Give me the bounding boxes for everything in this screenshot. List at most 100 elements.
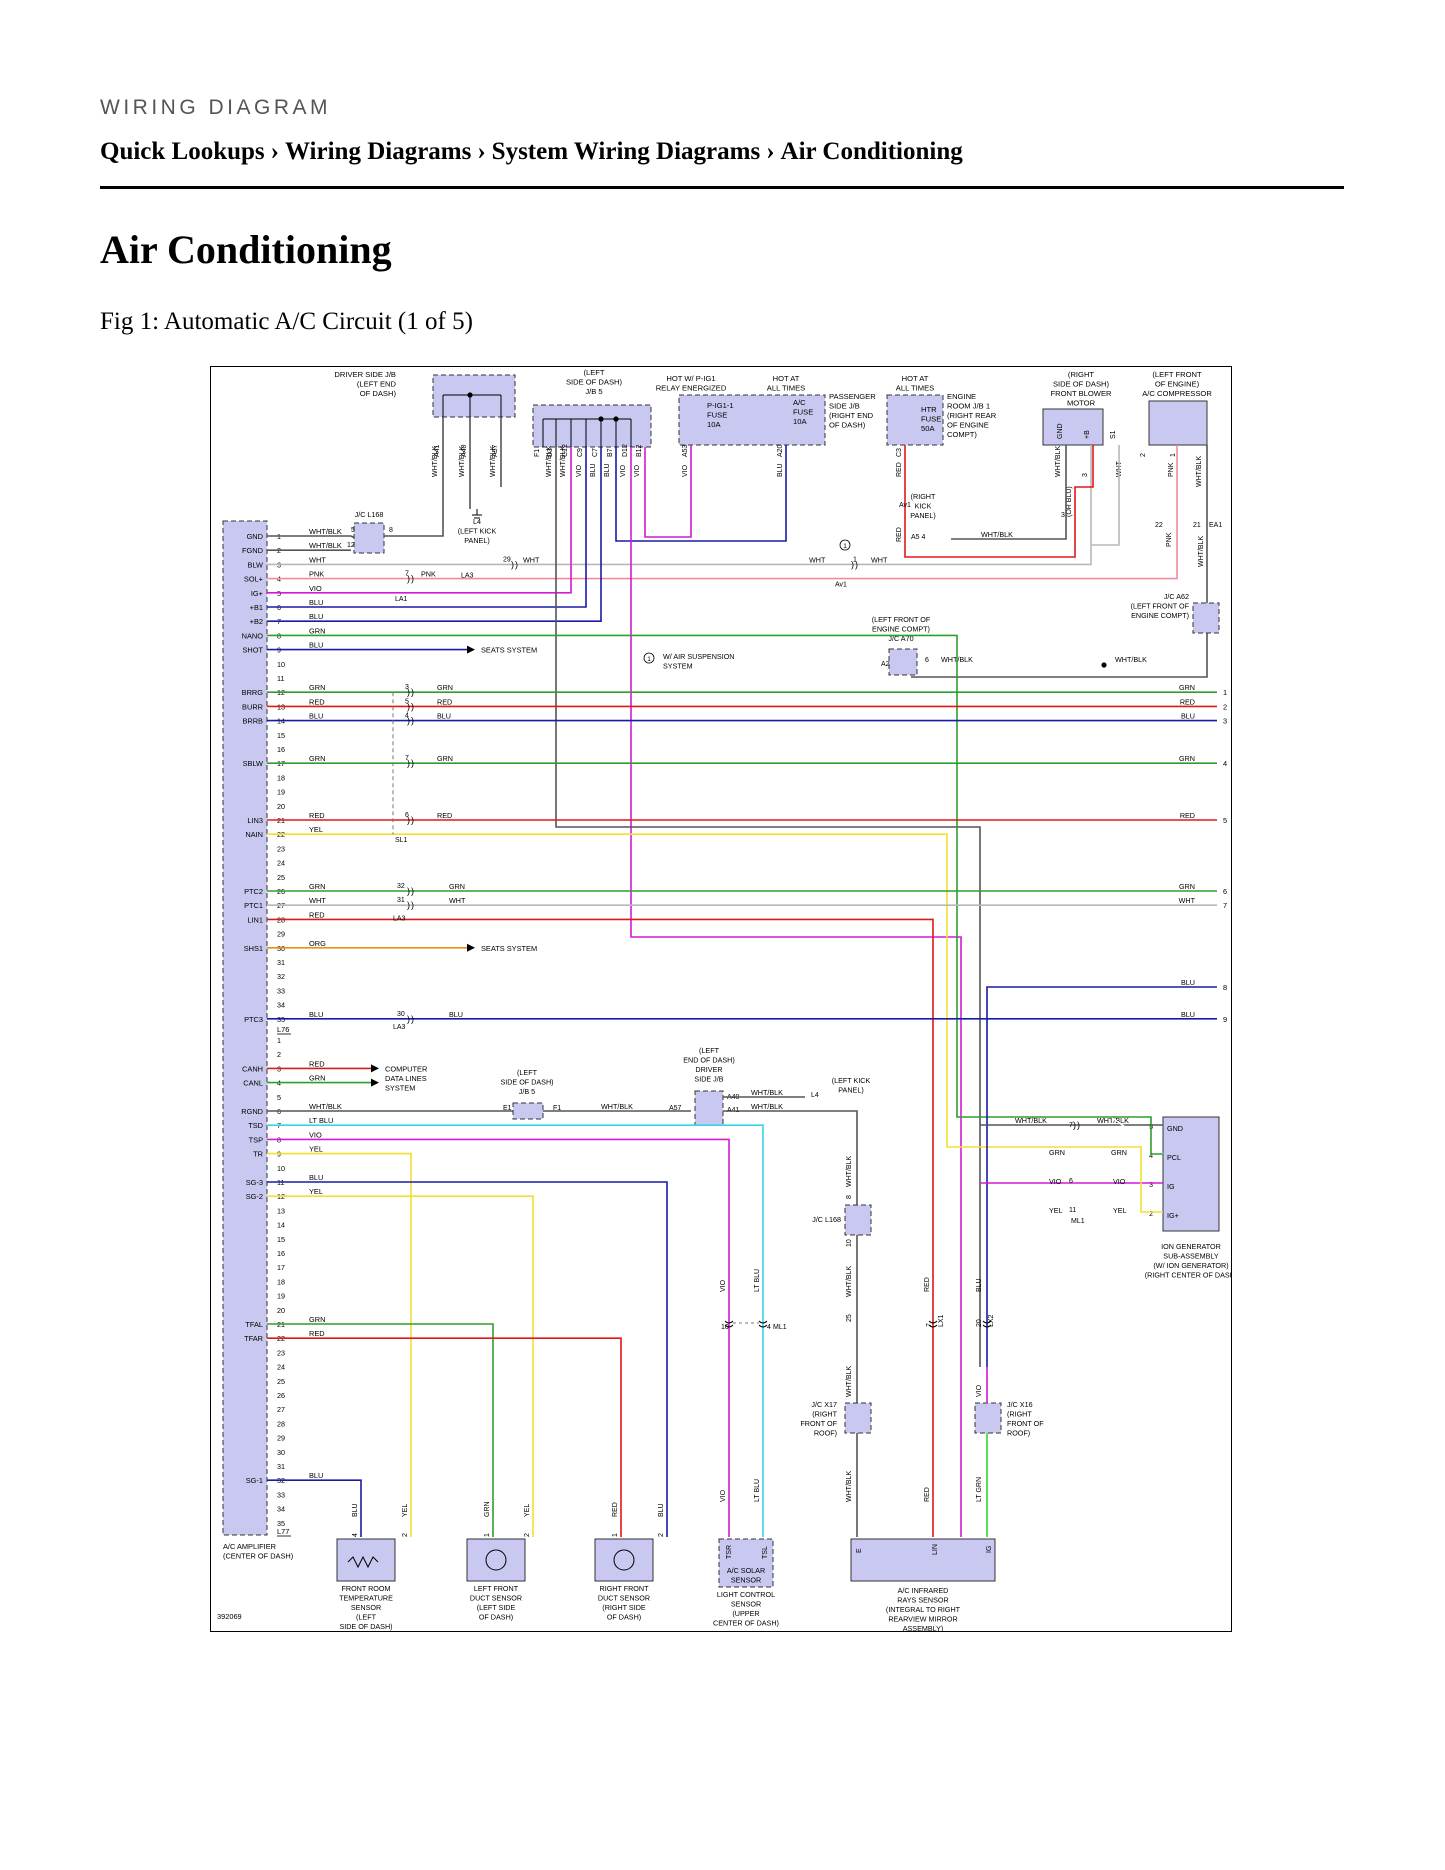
diagram-label: IG [986,1546,993,1553]
diagram-label: 7 [405,755,409,762]
ion-pin-label: GND [1167,1124,1183,1133]
diagram-label: 6 [1069,1178,1073,1185]
diagram-label: (RIGHT REAR [947,411,997,420]
diagram-label: (LEFT END [357,380,397,389]
diagram-label: OF DASH) [829,421,866,430]
diagram-label: RAYS SENSOR [897,1596,948,1605]
amp-pin-number: 1 [277,1036,281,1045]
diagram-label: 5 [405,698,409,705]
amp-pin-number: 29 [277,930,285,939]
connector-mark: ) [407,1014,410,1024]
diagram-label: 30 [397,1011,405,1018]
diagram-label: SIDE OF DASH) [1053,380,1110,389]
diagram-label: LA3 [393,1024,406,1031]
pin-label: A53 [682,444,689,457]
wire-blu-8 [986,986,1217,1367]
diagram-label: BLU [658,1503,665,1517]
diagram-label: BLU [352,1503,359,1517]
amp-pin-number: 20 [277,1306,285,1315]
wire-color-label: VIO [309,1130,322,1139]
diagram-label: EA1 [1209,522,1222,529]
diagram-label: DUCT SENSOR [470,1594,522,1603]
connector-mark: ) [411,900,414,910]
diagram-label: DRIVER [695,1065,722,1074]
amp-pin-name: SHS1 [244,944,263,953]
diagram-label: PANEL) [464,536,489,545]
diagram-label: VIO [682,464,689,477]
diagram-label: 9 [1223,1015,1227,1024]
figure-id: 392069 [217,1612,242,1621]
diagram-label: GRN [484,1501,491,1517]
diagram-label: 10A [707,420,721,429]
amp-pin-number: 17 [277,1263,285,1272]
diagram-label: A/C AMPLIFIER [223,1542,276,1551]
splice-dot [613,416,619,422]
breadcrumb-system-wiring-diagrams[interactable]: System Wiring Diagrams [491,138,761,165]
connector-mark: ) [407,758,410,768]
diagram-label: (RIGHT [812,1410,837,1419]
diagram-label: 10A [793,417,807,426]
jc-x16 [974,1402,1002,1434]
breadcrumb-separator: › [477,138,486,165]
amp-pin-name: TFAR [244,1334,263,1343]
connector-mark: ) [411,701,414,711]
note-circle [643,652,655,664]
diagram-label: 6 [405,812,409,819]
amp-pin-name: TFAL [245,1320,263,1329]
diagram-label: 3 [1061,512,1065,519]
amp-pin-number: 15 [277,1235,285,1244]
note-circle [839,539,851,551]
breadcrumb-quick-lookups[interactable]: Quick Lookups [100,138,265,165]
diagram-label: (W/ ION GENERATOR) [1153,1261,1228,1270]
jc-a70 [888,648,918,676]
diagram-label: (RIGHT [911,492,936,501]
wire-blower-gnd [951,445,1067,540]
diagram-label: GRN [437,754,453,763]
pin-label: C7 [592,448,599,457]
diagram-label: 6 [1223,887,1227,896]
diagram-label: TSR [726,1545,733,1559]
diagram-label: ROOF) [1007,1429,1030,1438]
connector-mark: ) [411,716,414,726]
breadcrumb: Quick Lookups›Wiring Diagrams›System Wir… [100,138,963,166]
diagram-label: FUSE [921,415,941,424]
diagram-label: (LEFT FRONT OF [1131,602,1190,611]
diagram-label: GRN [449,882,465,891]
wire-a20 [615,445,787,542]
diagram-label: RED [1180,697,1195,706]
diagram-label: J/C L168 [355,510,384,519]
diagram-label: WHT/BLK [846,1156,853,1187]
diagram-label: A2 [881,661,890,668]
amp-pin-name: TSP [249,1135,263,1144]
diagram-label: SENSOR [731,1576,761,1585]
wire-color-label: WHT/BLK [309,527,342,536]
diagram-label: 7 [1223,901,1227,910]
amp-pin-number: 16 [277,1249,285,1258]
diagram-label: (LEFT FRONT [1152,370,1202,379]
breadcrumb-wiring-diagrams[interactable]: Wiring Diagrams [285,138,472,165]
wire-color-label: WHT [309,555,326,564]
wire-color-label: RED [309,910,325,919]
amp-pin-number: 15 [277,731,285,740]
diagram-label: 3 [1149,1182,1153,1189]
driver-side-jb [432,374,516,418]
diagram-label: BLU [1181,1010,1195,1019]
diagram-label: J/C X16 [1007,1400,1033,1409]
diagram-label: (RIGHT END [829,411,874,420]
diagram-label: 1 [484,1533,491,1537]
diagram-label: SIDE OF DASH) [566,378,623,387]
diagram-label: OF DASH) [607,1613,641,1622]
pin-label: A57 [492,444,499,457]
diagram-label: WHT/BLK [1097,1116,1129,1125]
diagram-label: 12 [347,542,355,549]
wire-tfal [267,1323,494,1537]
diagram-label: YEL [402,1504,409,1517]
breadcrumb-air-conditioning[interactable]: Air Conditioning [780,138,963,165]
diagram-label: SIDE OF DASH) [339,1622,392,1631]
diagram-label: WHT/BLK [490,446,497,477]
diagram-label: 4 [1149,1153,1153,1160]
wire-compressor [911,445,1208,678]
diagram-label: 4 [767,1324,771,1331]
pin-label: A41 [434,444,441,457]
wire-blw2 [831,445,1092,566]
